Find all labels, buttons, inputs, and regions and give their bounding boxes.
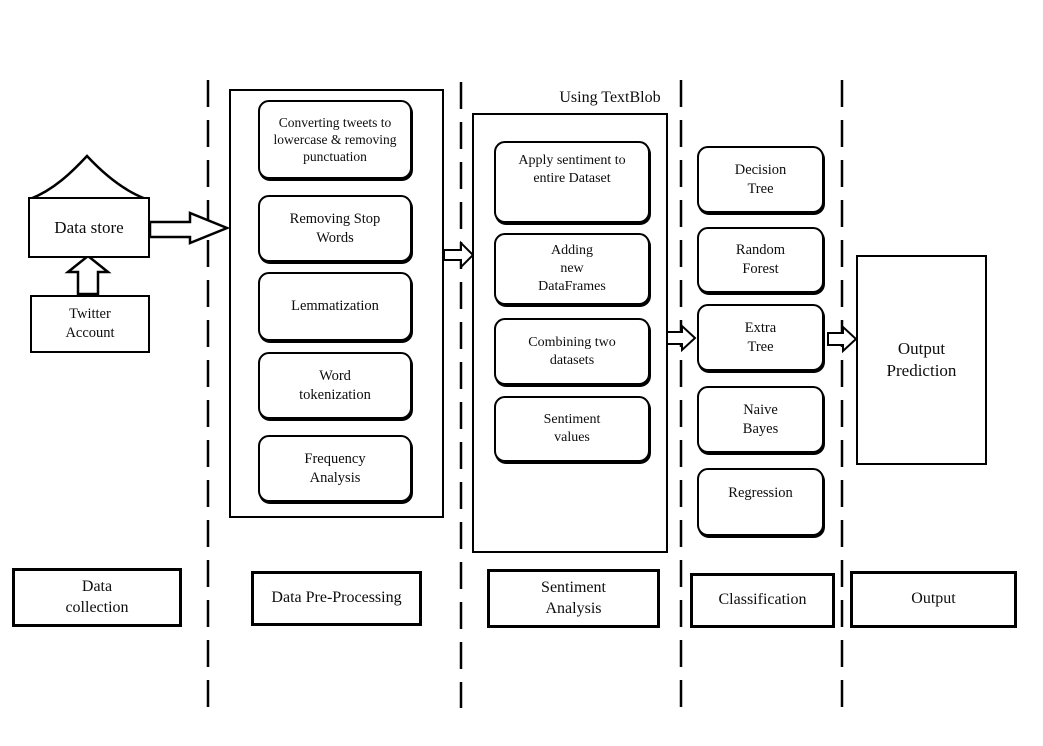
model-random-forest: Random Forest	[697, 227, 824, 293]
model-naive-bayes: Naive Bayes	[697, 386, 824, 453]
arrow-sentiment-to-classification-icon	[666, 323, 697, 353]
stage-label-preprocessing: Data Pre-Processing	[251, 571, 422, 626]
model-decision-tree: Decision Tree	[697, 146, 824, 213]
preprocessing-step-stopwords: Removing Stop Words	[258, 195, 412, 262]
preprocessing-step-lemmatization: Lemmatization	[258, 272, 412, 341]
preprocessing-step-tokenization: Word tokenization	[258, 352, 412, 419]
model-extra-tree: Extra Tree	[697, 304, 824, 371]
twitter-account-box: Twitter Account	[30, 295, 150, 353]
textblob-header: Using TextBlob	[559, 89, 661, 106]
model-regression: Regression	[697, 468, 824, 536]
data-store-box: Data store	[28, 197, 150, 258]
stage-label-sentiment: Sentiment Analysis	[487, 569, 660, 628]
output-prediction-box: Output Prediction	[856, 255, 987, 465]
arrow-preprocessing-to-sentiment-icon	[443, 240, 475, 270]
arrow-twitter-to-datastore-icon	[64, 254, 112, 296]
data-store-top-shape	[29, 154, 147, 201]
stage-label-output: Output	[850, 571, 1017, 628]
sentiment-step-dataframes: Adding new DataFrames	[494, 233, 650, 305]
arrow-datastore-to-preprocessing-icon	[148, 211, 231, 245]
preprocessing-step-frequency: Frequency Analysis	[258, 435, 412, 502]
preprocessing-step-lowercase: Converting tweets to lowercase & removin…	[258, 100, 412, 179]
sentiment-step-combine: Combining two datasets	[494, 318, 650, 385]
stage-label-classification: Classification	[690, 573, 835, 628]
arrow-classification-to-output-icon	[827, 324, 858, 354]
stage-label-data-collection: Data collection	[12, 568, 182, 627]
sentiment-step-values: Sentiment values	[494, 396, 650, 462]
sentiment-step-apply: Apply sentiment to entire Dataset	[494, 141, 650, 223]
